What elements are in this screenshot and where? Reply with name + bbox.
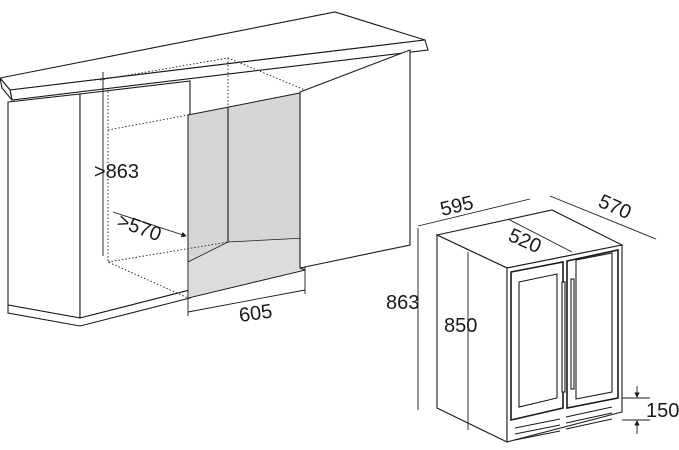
width-dim (417, 198, 531, 227)
left-door-glass (518, 273, 558, 408)
plinth-label: 150 (646, 400, 679, 422)
niche-outline-mid (107, 114, 189, 131)
niche-outline-bottom (107, 241, 229, 263)
niche-depth-dim (112, 211, 187, 238)
depth-doors-dim (507, 218, 573, 253)
body-height-label: 850 (444, 315, 477, 337)
niche-outline-front (107, 88, 189, 299)
right-door-glass (575, 252, 613, 400)
niche-floor (187, 237, 306, 299)
edge-line (299, 267, 306, 271)
left-cabinet-front (7, 93, 81, 319)
vent-grille (514, 406, 613, 441)
total-height-label: 863 (386, 292, 419, 314)
appliance-drawing: 595 570 520 863 850 150 (386, 190, 679, 443)
depth-label: 570 (595, 190, 634, 224)
niche-height-label: >863 (94, 161, 139, 183)
countertop-side (0, 77, 13, 101)
niche-width-dim (187, 289, 306, 313)
appliance-side (436, 234, 508, 443)
niche-width-label: 605 (238, 301, 274, 327)
left-door-handle (561, 281, 566, 393)
right-cabinet (299, 49, 411, 269)
width-label: 595 (438, 192, 475, 221)
right-door-handle (570, 278, 575, 390)
left-cabinet-side (79, 80, 191, 319)
kitchen-cabinet-drawing: >863 >570 605 (0, 11, 429, 327)
depth-dim (549, 195, 657, 240)
